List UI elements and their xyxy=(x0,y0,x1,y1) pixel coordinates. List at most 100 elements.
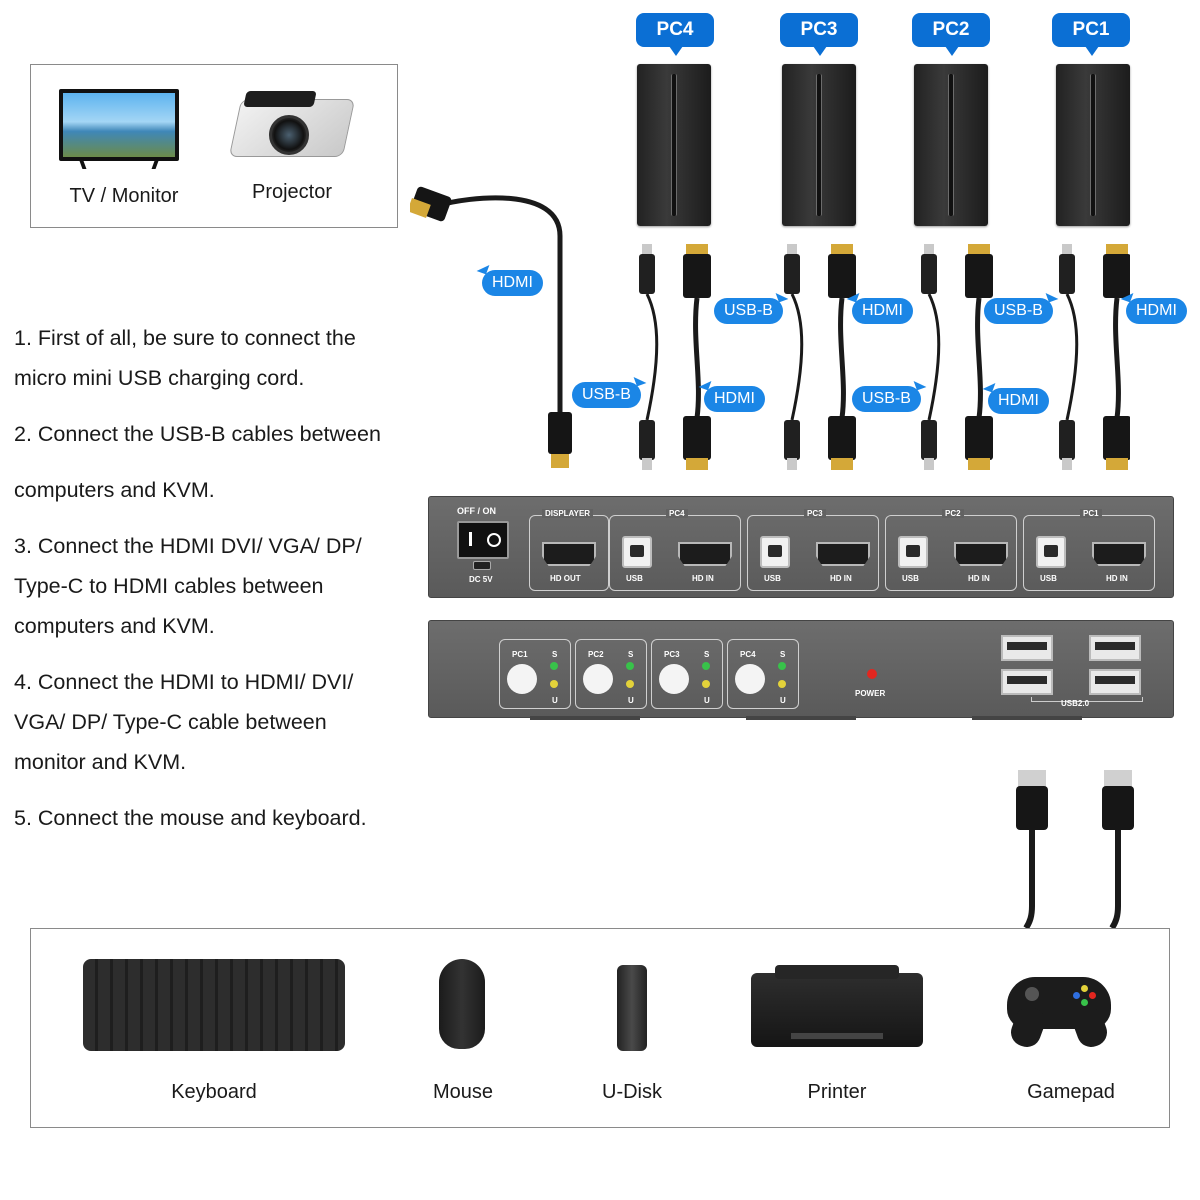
hd-in-port xyxy=(678,542,732,566)
back-group-pc3: PC3 USB HD IN xyxy=(747,509,879,591)
group-title: PC4 xyxy=(666,509,688,518)
button-label: PC1 xyxy=(512,650,528,659)
projector-label: Projector xyxy=(251,181,333,203)
pc3-usb-b-tag: USB-B xyxy=(714,298,783,324)
displayer-group: DISPLAYER HD OUT xyxy=(529,509,609,591)
monitor-hdmi-cable xyxy=(410,186,572,468)
pc-cables xyxy=(639,244,1130,470)
usb-a-port xyxy=(1089,669,1141,695)
led-s xyxy=(550,662,558,670)
front-group-pc2: PC2 S U xyxy=(575,639,647,709)
pc2-tower xyxy=(914,64,988,226)
s-label: S xyxy=(704,650,710,659)
pc3-select-button[interactable] xyxy=(659,664,689,694)
usb-b-port xyxy=(760,536,790,568)
button-label: PC2 xyxy=(588,650,604,659)
kvm-back-panel: OFF / ON DC 5V DISPLAYER HD OUT PC4 USB … xyxy=(428,496,1174,598)
usb-label: USB xyxy=(764,574,781,583)
pc1-badge: PC1 xyxy=(1052,13,1130,56)
mouse-label: Mouse xyxy=(432,1081,494,1103)
display-devices-box: TV / Monitor Projector xyxy=(30,64,398,228)
gamepad-label: Gamepad xyxy=(1027,1081,1115,1103)
tv-monitor-image xyxy=(59,89,179,169)
hd-in-port xyxy=(816,542,870,566)
hd-in-label: HD IN xyxy=(830,574,852,583)
instruction-steps: 1. First of all, be sure to connect the … xyxy=(14,318,444,838)
usb-a-port xyxy=(1001,669,1053,695)
pc1-tower xyxy=(1056,64,1130,226)
step-line: computers and KVM. xyxy=(14,614,215,638)
pc4-badge: PC4 xyxy=(636,13,714,56)
led-u xyxy=(702,680,710,688)
pc2-usb-b-tag: USB-B xyxy=(852,386,921,412)
step-line: computers and KVM. xyxy=(14,478,215,502)
button-label: PC3 xyxy=(664,650,680,659)
printer-label: Printer xyxy=(807,1081,867,1103)
pc1-usb-b-tag: USB-B xyxy=(984,298,1053,324)
usb-a-port xyxy=(1001,635,1053,661)
step-line: 2. Connect the USB-B cables between xyxy=(14,422,381,446)
pc2-cables xyxy=(921,244,993,470)
usb-label: USB xyxy=(902,574,919,583)
u-label: U xyxy=(628,696,634,705)
front-group-pc1: PC1 S U xyxy=(499,639,571,709)
pc1-select-button[interactable] xyxy=(507,664,537,694)
u-disk-image xyxy=(617,965,647,1051)
power-switch[interactable] xyxy=(457,521,509,559)
kvm-front-panel: PC1 S U PC2 S U PC3 S U PC4 S U POWER US… xyxy=(428,620,1174,718)
s-label: S xyxy=(780,650,786,659)
pc2-hdmi-tag: HDMI xyxy=(988,388,1049,414)
tv-monitor-label: TV / Monitor xyxy=(69,185,179,207)
peripherals-box: Keyboard Mouse U-Disk Printer Gamepad xyxy=(30,928,1170,1128)
back-group-pc1: PC1 USB HD IN xyxy=(1023,509,1155,591)
usb-a-port xyxy=(1089,635,1141,661)
step-line: micro mini USB charging cord. xyxy=(14,366,305,390)
displayer-label: DISPLAYER xyxy=(542,509,594,518)
back-group-pc4: PC4 USB HD IN xyxy=(609,509,741,591)
printer-image xyxy=(751,965,923,1047)
kvm-foot xyxy=(530,716,640,720)
pc2-badge: PC2 xyxy=(912,13,990,56)
front-group-pc3: PC3 S U xyxy=(651,639,723,709)
power-label: POWER xyxy=(855,689,886,698)
pc3-cables xyxy=(784,244,856,470)
button-label: PC4 xyxy=(740,650,756,659)
dc-label: DC 5V xyxy=(469,575,493,584)
group-title: PC2 xyxy=(942,509,964,518)
keyboard-label: Keyboard xyxy=(171,1081,257,1103)
group-title: PC1 xyxy=(1080,509,1102,518)
usb-a-cables xyxy=(1016,770,1134,930)
step-line: 1. First of all, be sure to connect the xyxy=(14,326,356,350)
pc3-tower xyxy=(782,64,856,226)
usb2-bracket xyxy=(1031,697,1143,702)
hd-in-label: HD IN xyxy=(692,574,714,583)
pc4-tower xyxy=(637,64,711,226)
usb-b-port xyxy=(898,536,928,568)
pc4-hdmi-tag: HDMI xyxy=(704,386,765,412)
kvm-foot xyxy=(972,716,1082,720)
dc-port xyxy=(473,561,491,570)
back-group-pc2: PC2 USB HD IN xyxy=(885,509,1017,591)
gamepad-image xyxy=(1007,971,1111,1051)
s-label: S xyxy=(628,650,634,659)
hd-in-label: HD IN xyxy=(1106,574,1128,583)
front-group-pc4: PC4 S U xyxy=(727,639,799,709)
mouse-image xyxy=(439,959,485,1049)
led-u xyxy=(550,680,558,688)
usb2-label: USB2.0 xyxy=(1061,699,1090,708)
s-label: S xyxy=(552,650,558,659)
hd-in-label: HD IN xyxy=(968,574,990,583)
usb-label: USB xyxy=(626,574,643,583)
step-line: 5. Connect the mouse and keyboard. xyxy=(14,806,367,830)
hd-out-port xyxy=(542,542,596,566)
led-s xyxy=(702,662,710,670)
pc1-hdmi-tag: HDMI xyxy=(1126,298,1187,324)
usb-label: USB xyxy=(1040,574,1057,583)
power-led xyxy=(867,669,877,679)
step-line: monitor and KVM. xyxy=(14,750,187,774)
pc4-select-button[interactable] xyxy=(735,664,765,694)
projector-image xyxy=(227,89,356,163)
usb-b-port xyxy=(1036,536,1066,568)
pc2-select-button[interactable] xyxy=(583,664,613,694)
pc3-hdmi-tag: HDMI xyxy=(852,298,913,324)
